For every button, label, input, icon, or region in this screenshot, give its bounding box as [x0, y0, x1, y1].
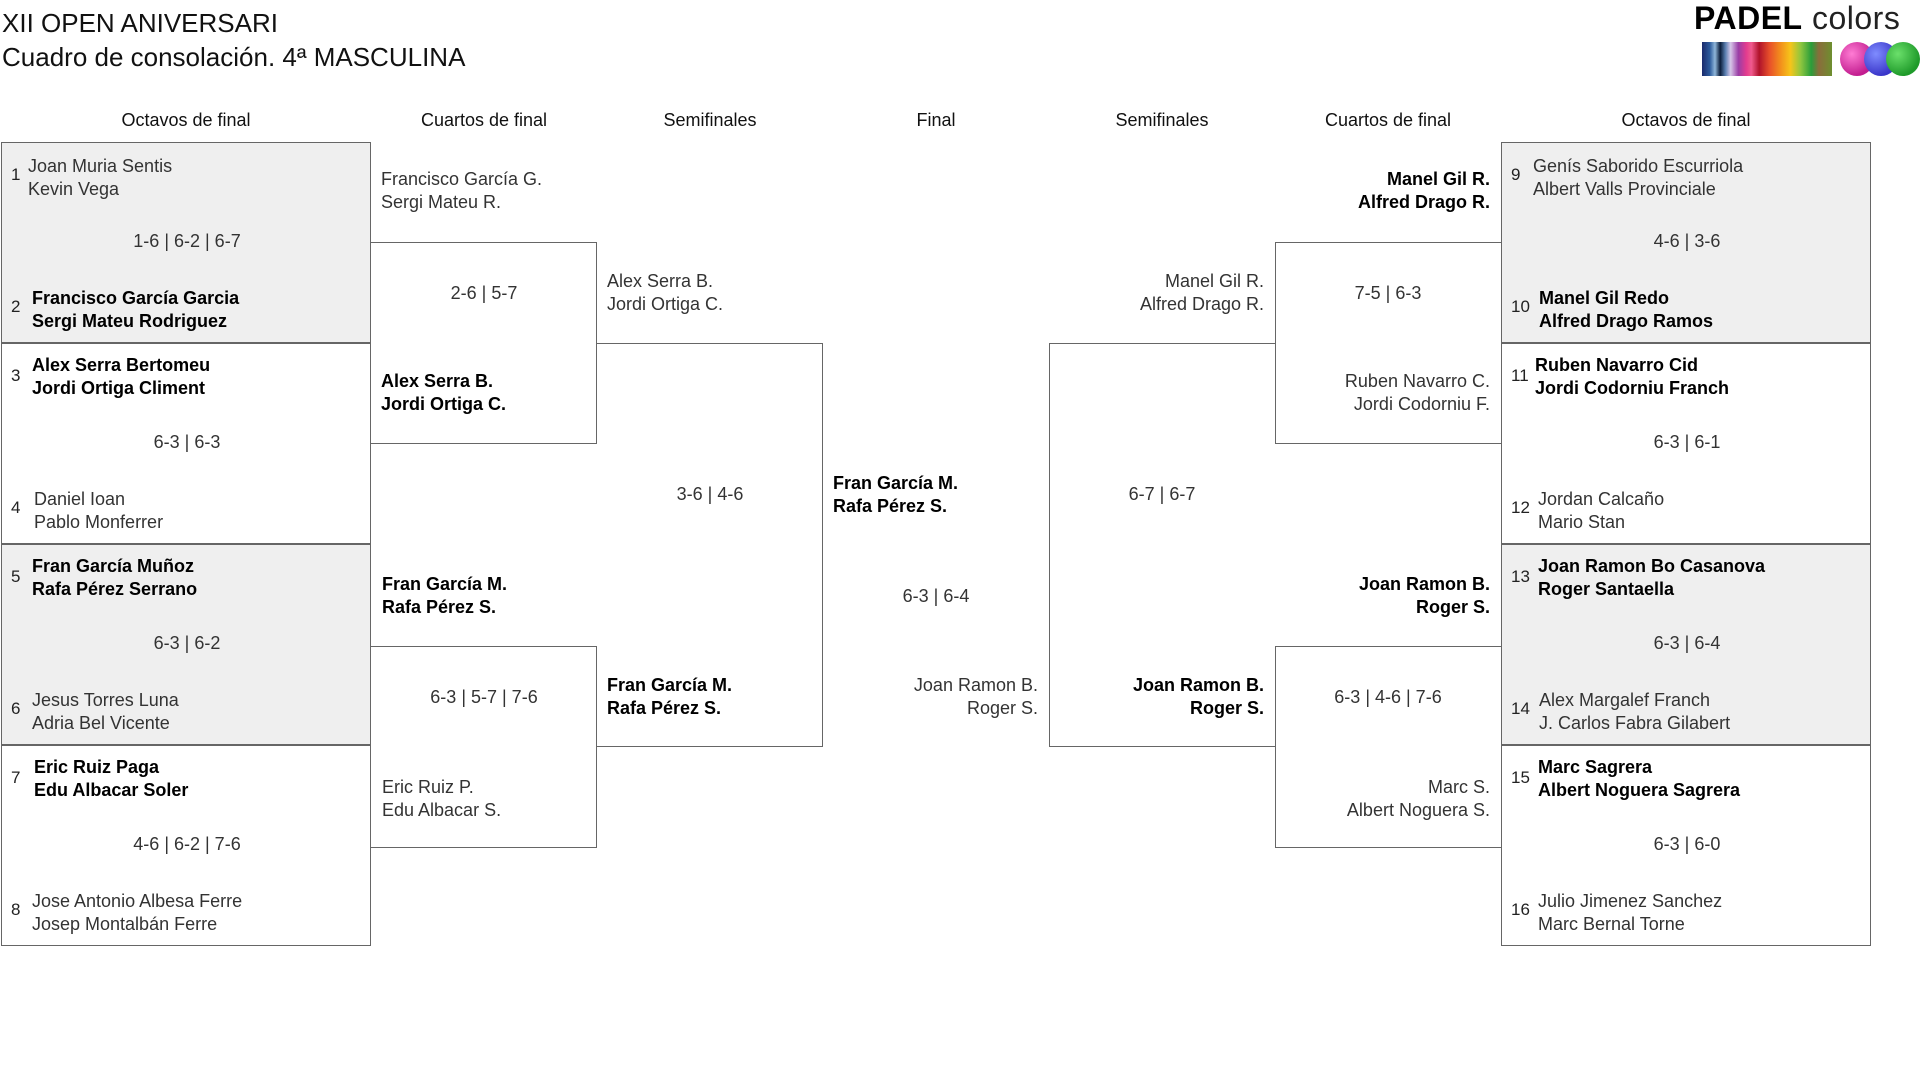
seed-number: 9	[1511, 165, 1521, 184]
seed-number: 8	[11, 900, 21, 919]
col-head-right-sf: Semifinales	[1115, 110, 1209, 130]
qf-right-1-team-a: Manel Gil R.Alfred Drago R.	[1357, 169, 1490, 212]
qf-left-1-team-b: Alex Serra B.Jordi Ortiga C.	[381, 371, 507, 414]
seed-number: 7	[11, 768, 21, 787]
padel-colors-logo: PADEL colors	[1694, 0, 1920, 80]
match-score: 6-3 | 6-3	[153, 432, 221, 452]
final-team-b: Joan Ramon B.Roger S.	[913, 675, 1038, 718]
seed-number: 11	[1511, 366, 1529, 385]
match-score: 4-6 | 6-2 | 7-6	[133, 834, 241, 854]
match-score: 6-3 | 6-2	[153, 633, 221, 653]
match-score: 4-6 | 3-6	[1653, 231, 1721, 251]
seed-number: 6	[11, 699, 21, 718]
sf-left-score: 3-6 | 4-6	[676, 484, 744, 504]
sf-right-bracket	[1049, 343, 1275, 747]
seed-number: 3	[11, 366, 21, 385]
seed-number: 1	[11, 165, 21, 184]
qf-right-2-team-a: Joan Ramon B.Roger S.	[1358, 574, 1490, 617]
final-score: 6-3 | 6-4	[902, 586, 970, 606]
qf-right-bracket-2	[1275, 646, 1501, 848]
sf-left-bracket	[597, 343, 823, 747]
qf-left-bracket-2	[371, 646, 597, 848]
qf-left-1-team-a: Francisco García G.Sergi Mateu R.	[381, 169, 543, 212]
ball-icon	[1886, 42, 1920, 76]
match-score: 6-3 | 6-1	[1653, 432, 1721, 452]
qf-right-2-team-b: Marc S.Albert Noguera S.	[1346, 777, 1490, 820]
seed-number: 4	[11, 498, 21, 517]
qf-right-bracket-1	[1275, 242, 1501, 444]
seed-number: 5	[11, 567, 21, 586]
col-head-left-qf: Cuartos de final	[420, 110, 548, 130]
seed-number: 14	[1511, 699, 1530, 718]
qf-left-2-score: 6-3 | 5-7 | 7-6	[430, 687, 538, 707]
tournament-title: XII OPEN ANIVERSARI	[2, 8, 278, 38]
sf-right-score: 6-7 | 6-7	[1128, 484, 1196, 504]
match-score: 6-3 | 6-0	[1653, 834, 1721, 854]
seed-number: 12	[1511, 498, 1530, 517]
qf-right-1-score: 7-5 | 6-3	[1354, 283, 1422, 303]
qf-left-2-team-a: Fran García M.Rafa Pérez S.	[382, 574, 508, 617]
qf-left-1-score: 2-6 | 5-7	[450, 283, 518, 303]
qf-left-2-team-b: Eric Ruiz P.Edu Albacar S.	[382, 777, 502, 820]
seed-number: 13	[1511, 567, 1530, 586]
seed-number: 16	[1511, 900, 1530, 919]
qf-right-1-team-b: Ruben Navarro C.Jordi Codorniu F.	[1344, 371, 1490, 414]
col-head-left-r16: Octavos de final	[121, 110, 251, 130]
col-head-right-qf: Cuartos de final	[1324, 110, 1452, 130]
sf-right-team-a: Manel Gil R.Alfred Drago R.	[1139, 271, 1264, 314]
col-head-right-r16: Octavos de final	[1621, 110, 1751, 130]
match-score: 6-3 | 6-4	[1653, 633, 1721, 653]
match-score: 1-6 | 6-2 | 6-7	[133, 231, 241, 251]
col-head-left-sf: Semifinales	[663, 110, 757, 130]
final-team-a: Fran García M.Rafa Pérez S.	[833, 473, 959, 516]
seed-number: 15	[1511, 768, 1530, 787]
sf-right-team-b: Joan Ramon B.Roger S.	[1132, 675, 1264, 718]
qf-left-bracket-1	[371, 242, 597, 444]
qf-right-2-score: 6-3 | 4-6 | 7-6	[1334, 687, 1442, 707]
sf-left-team-b: Fran García M.Rafa Pérez S.	[607, 675, 733, 718]
logo-stripes-icon	[1702, 42, 1832, 76]
draw-subtitle: Cuadro de consolación. 4ª MASCULINA	[2, 42, 466, 72]
col-head-final: Final	[916, 110, 956, 130]
seed-number: 10	[1511, 297, 1530, 316]
seed-number: 2	[11, 297, 21, 316]
sf-left-team-a: Alex Serra B.Jordi Ortiga C.	[607, 271, 724, 314]
